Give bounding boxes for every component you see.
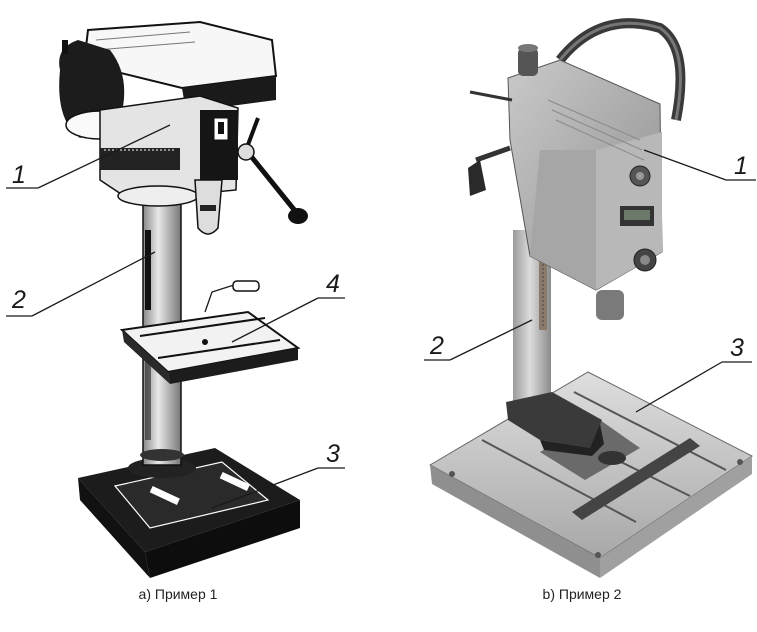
drill1-base [78,448,300,578]
drill2-base [428,371,753,578]
drill1-table [119,280,301,384]
drill2-head [468,44,663,320]
drill1-head [59,20,308,235]
label-1-example-2: 1 [734,152,748,180]
drill-press-example-2: 1 2 3 [424,18,756,578]
caption-example-1: a) Пример 1 [138,586,218,602]
caption-example-2: b) Пример 2 [542,586,622,602]
label-3-example-1: 3 [326,440,340,468]
label-1-example-1: 1 [12,161,26,189]
label-2-example-1: 2 [11,286,26,314]
label-4-example-1: 4 [326,270,340,298]
drill1-callouts: 1 2 4 3 [6,124,345,509]
label-2-example-2: 2 [429,332,444,360]
drill2-callouts: 1 2 3 [424,149,756,413]
drill-press-example-1: 1 2 4 3 [6,20,345,578]
drill2-handwheel [556,18,686,121]
label-3-example-2: 3 [730,334,744,362]
